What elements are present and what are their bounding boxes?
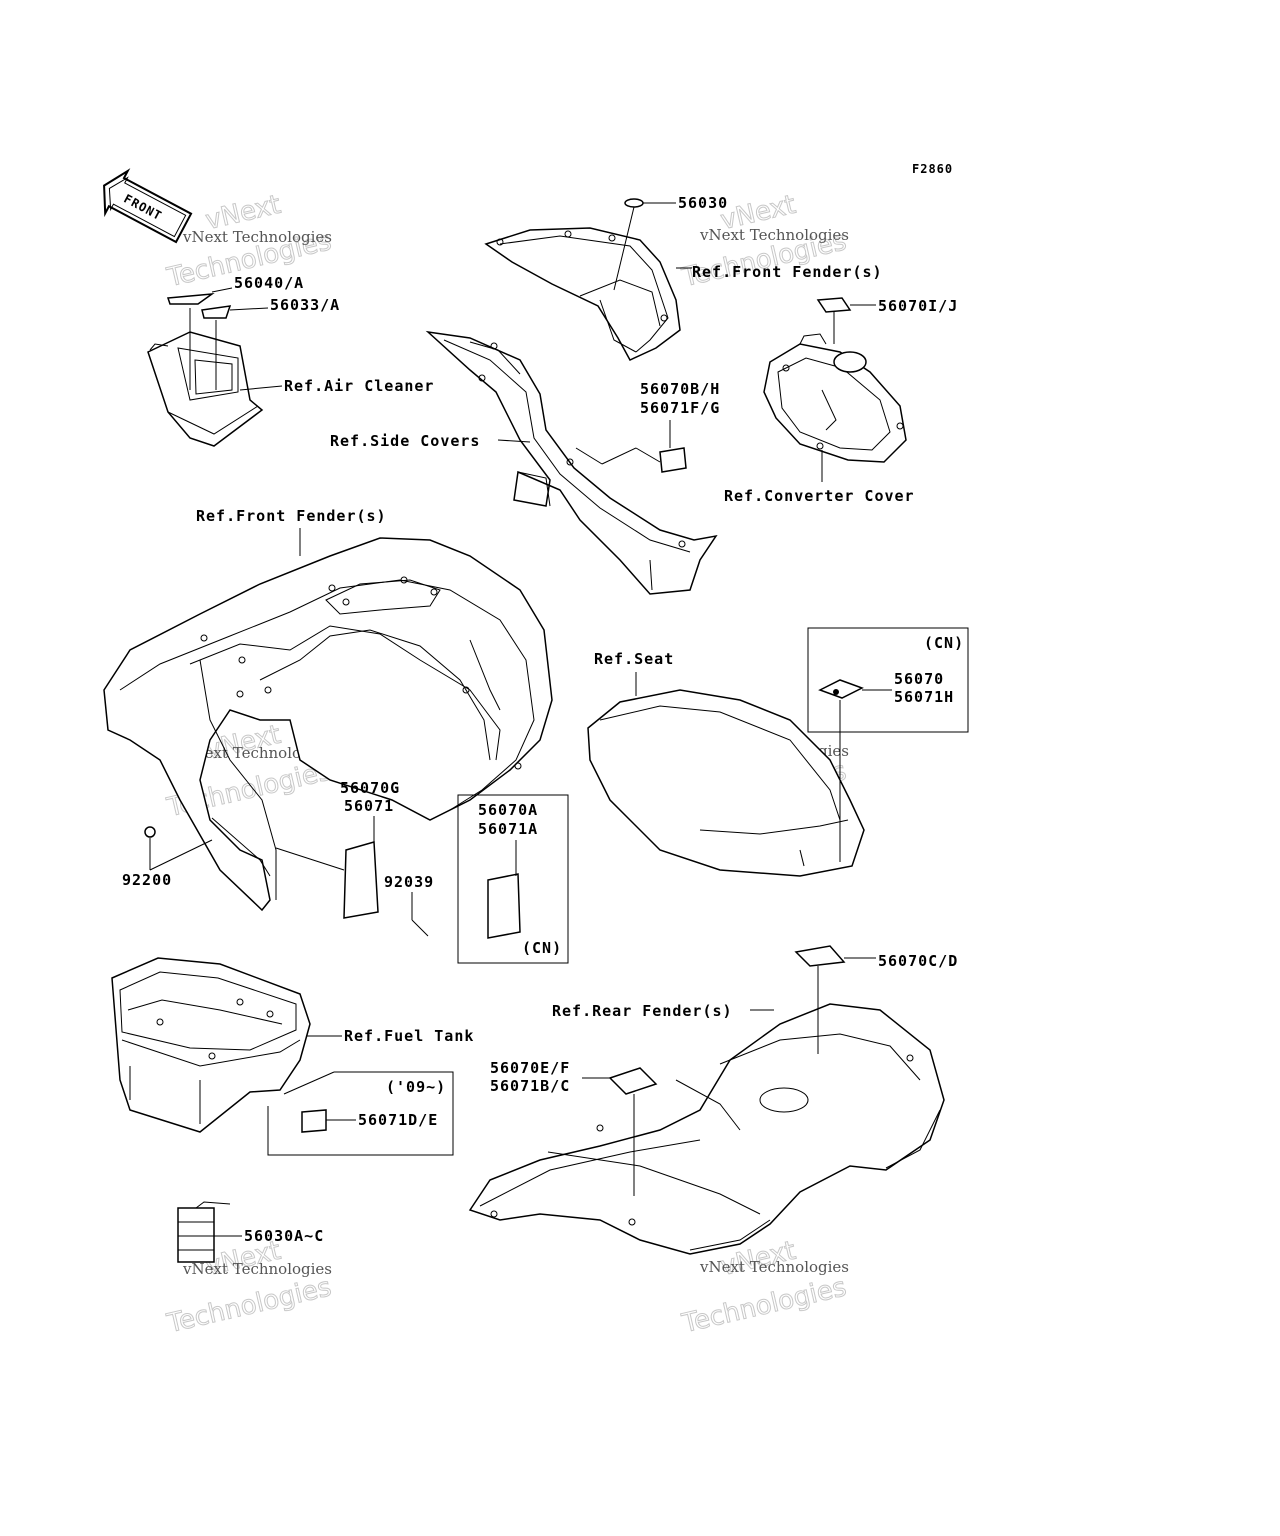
year-box	[267, 1071, 454, 1156]
ref-air-cleaner: Ref.Air Cleaner	[284, 377, 434, 395]
label-56070: 56070	[894, 670, 944, 688]
label-56071de: 56071D/E	[358, 1111, 438, 1129]
label-56070g: 56070G	[340, 779, 400, 797]
label-56040-part	[166, 287, 233, 390]
label-56071: 56071	[344, 797, 394, 815]
rivet-92039-part	[411, 892, 429, 937]
label-56070ij-part	[816, 297, 876, 344]
ref-side-covers: Ref.Side Covers	[330, 432, 480, 450]
figure-code: F2860	[912, 162, 953, 176]
converter-cover-part	[763, 333, 907, 463]
label-92039: 92039	[384, 873, 434, 891]
cap-56030-part	[613, 198, 676, 291]
svg-text:Technologies: Technologies	[679, 1272, 849, 1339]
ref-front-fender-top: Ref.Front Fender(s)	[692, 263, 883, 281]
ref-seat: Ref.Seat	[594, 650, 674, 668]
side-cover-part	[425, 330, 718, 595]
label-56070bh-part	[575, 420, 687, 473]
label-56030: 56030	[678, 194, 728, 212]
label-56070a: 56070A	[478, 801, 538, 819]
label-56070ef: 56070E/F	[490, 1059, 570, 1077]
label-56071bc: 56071B/C	[490, 1077, 570, 1095]
front-fender-main-part	[103, 537, 553, 912]
year-box-tag: ('09~)	[386, 1078, 446, 1096]
tag-56030ac-part	[177, 1201, 242, 1263]
ref-fuel-tank: Ref.Fuel Tank	[344, 1027, 474, 1045]
cn-box-front-tag: (CN)	[522, 939, 562, 957]
watermark-bottom-right-text: vNext Technologies	[699, 1258, 849, 1276]
grommet-92200-part	[144, 826, 213, 871]
watermark-top-right-text: vNext Technologies	[699, 226, 849, 244]
label-56070a-part	[487, 840, 521, 939]
watermark-mid-left-text: vNext Technologies	[182, 744, 332, 762]
rear-fender-part	[468, 1003, 945, 1255]
label-56071de-part	[301, 1109, 356, 1133]
cn-box-seat-tag: (CN)	[924, 634, 964, 652]
label-56070bh: 56070B/H	[640, 380, 720, 398]
svg-text:Technologies: Technologies	[164, 1272, 334, 1339]
label-56070ij: 56070I/J	[878, 297, 958, 315]
label-56033-part	[201, 305, 269, 390]
label-56040: 56040/A	[234, 274, 304, 292]
front-fender-top-part	[484, 227, 681, 361]
label-56071fg: 56071F/G	[640, 399, 720, 417]
label-56070cd: 56070C/D	[878, 952, 958, 970]
watermark-top-left-text: vNext Technologies	[182, 228, 332, 246]
fuel-tank-part	[111, 957, 311, 1133]
air-cleaner-part	[147, 331, 264, 447]
cn-box-seat	[807, 627, 969, 733]
label-56071h: 56071H	[894, 688, 954, 706]
label-56030ac: 56030A~C	[244, 1227, 324, 1245]
label-56070g-part	[275, 816, 379, 919]
ref-front-fender-main: Ref.Front Fender(s)	[196, 507, 387, 525]
label-56070-seat-part	[818, 679, 892, 862]
label-56070ef-part	[582, 1067, 658, 1196]
watermark-bottom-left-text: vNext Technologies	[182, 1260, 332, 1278]
seat-part	[587, 689, 865, 877]
ref-converter-cover: Ref.Converter Cover	[724, 487, 915, 505]
label-56071a: 56071A	[478, 820, 538, 838]
ref-rear-fender: Ref.Rear Fender(s)	[552, 1002, 733, 1020]
label-56033: 56033/A	[270, 296, 340, 314]
label-92200: 92200	[122, 871, 172, 889]
cn-box-front	[457, 794, 569, 964]
label-56070cd-part	[794, 945, 876, 1054]
front-arrow-icon: FRONT	[103, 168, 193, 244]
